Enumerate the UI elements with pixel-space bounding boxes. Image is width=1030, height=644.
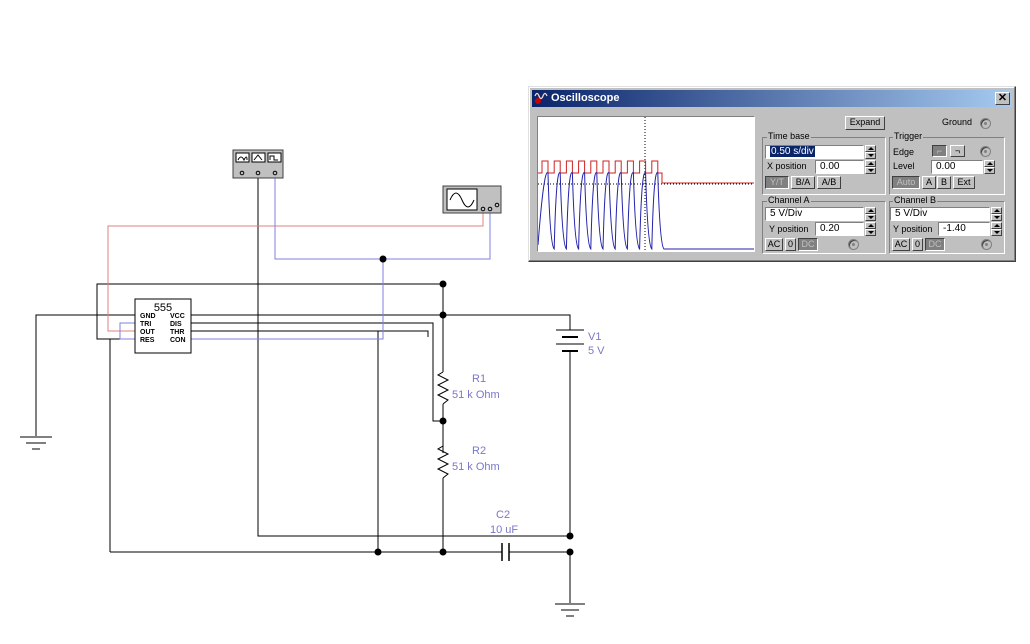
channel-b-zero-button[interactable]: 0 [912, 238, 923, 251]
r2-value: 51 k Ohm [452, 461, 500, 473]
v1-name: V1 [588, 331, 601, 343]
c2-name: C2 [496, 509, 510, 521]
pin-vcc: VCC [170, 313, 185, 320]
xpos-spinner[interactable] [865, 160, 876, 174]
mode-ab-button[interactable]: A/B [817, 176, 841, 189]
trigger-ext-button[interactable]: Ext [953, 176, 975, 189]
multimeter-icon[interactable] [232, 149, 284, 179]
channel-a-wire [107, 210, 484, 332]
channel-a-scale-field[interactable]: 5 V/Div [765, 207, 864, 221]
rising-edge-icon: ⌐ [936, 146, 943, 156]
channel-a-waveform [538, 160, 754, 184]
oscilloscope-title: Oscilloscope [551, 92, 620, 104]
channel-a-dc-button[interactable]: DC [798, 238, 818, 251]
falling-edge-icon: ¬ [954, 146, 961, 156]
pin-dis: DIS [170, 321, 182, 328]
c2-value: 10 uF [490, 524, 518, 536]
oscilloscope-titlebar[interactable]: Oscilloscope ✕ [532, 90, 1012, 107]
ground-icon [20, 436, 52, 450]
channel-b-scale-spinner[interactable] [991, 207, 1002, 221]
channel-a-heading: Channel A [767, 195, 811, 205]
timer-555-chip[interactable]: 555 GND TRI OUT RES VCC DIS THR CON [134, 298, 192, 354]
pin-out: OUT [140, 329, 156, 336]
r1-value: 51 k Ohm [452, 389, 500, 401]
trigger-group [889, 137, 1005, 195]
level-label: Level [893, 161, 915, 171]
channel-b-heading: Channel B [893, 195, 938, 205]
level-field[interactable]: 0.00 [931, 160, 983, 174]
timebase-value: 0.50 s/div [770, 146, 815, 157]
timebase-spinner[interactable] [865, 145, 876, 159]
edge-falling-button[interactable]: ¬ [950, 145, 965, 157]
resistor-r2[interactable]: R2 51 k Ohm [436, 445, 500, 479]
timebase-value-field[interactable]: 0.50 s/div [765, 145, 864, 159]
channel-a-zero-button[interactable]: 0 [785, 238, 796, 251]
oscilloscope-app-icon [534, 92, 548, 104]
edge-label: Edge [893, 147, 915, 157]
waveform-display [537, 116, 755, 252]
channel-b-waveform [537, 172, 754, 251]
channel-b-scale-field[interactable]: 5 V/Div [890, 207, 990, 221]
black-wires [35, 175, 571, 603]
ground-icon [555, 603, 585, 617]
expand-button[interactable]: Expand [845, 116, 885, 130]
channel-b-ypos-label: Y position [893, 224, 933, 234]
close-icon: ✕ [997, 92, 1008, 104]
junction-dots [374, 255, 574, 556]
channel-a-ypos-field[interactable]: 0.20 [815, 222, 864, 236]
channel-a-ypos-label: Y position [769, 224, 809, 234]
edge-rising-button[interactable]: ⌐ [932, 145, 947, 157]
trigger-b-button[interactable]: B [937, 176, 951, 189]
ground-terminal[interactable] [980, 118, 991, 129]
channel-b-terminal[interactable] [981, 239, 992, 250]
timebase-group [762, 137, 886, 195]
function-generator-icon[interactable] [442, 185, 502, 214]
xpos-field[interactable]: 0.00 [815, 160, 864, 174]
ground-label: Ground [942, 117, 973, 127]
pin-res: RES [140, 337, 155, 344]
r1-name: R1 [472, 373, 486, 385]
level-spinner[interactable] [984, 160, 995, 174]
capacitor-c2[interactable]: C2 10 uF [490, 509, 518, 561]
channel-a-terminal[interactable] [848, 239, 859, 250]
channel-b-trace [537, 172, 754, 251]
timebase-heading: Time base [767, 131, 811, 141]
pin-gnd: GND [140, 313, 156, 320]
channel-b-ypos-spinner[interactable] [991, 222, 1002, 236]
pin-thr: THR [170, 329, 184, 336]
channel-a-trace [538, 160, 754, 184]
channel-a-ypos-spinner[interactable] [865, 222, 876, 236]
trigger-auto-button[interactable]: Auto [892, 176, 920, 189]
close-button[interactable]: ✕ [995, 92, 1010, 105]
channel-b-dc-button[interactable]: DC [925, 238, 945, 251]
trigger-a-button[interactable]: A [922, 176, 936, 189]
channel-a-scale-spinner[interactable] [865, 207, 876, 221]
resistor-r1[interactable]: R1 51 k Ohm [436, 371, 500, 405]
pin-tri: TRI [140, 321, 151, 328]
trigger-terminal[interactable] [980, 146, 991, 157]
xpos-label: X position [767, 161, 807, 171]
channel-b-ypos-field[interactable]: -1.40 [938, 222, 990, 236]
pin-con: CON [170, 337, 186, 344]
battery-v1[interactable]: V1 5 V [556, 329, 605, 357]
v1-value: 5 V [588, 345, 605, 357]
chip-title: 555 [154, 302, 172, 314]
mode-yt-button[interactable]: Y/T [765, 176, 789, 189]
oscilloscope-window[interactable]: Oscilloscope ✕ Expand Ground Time base 0… [528, 86, 1016, 262]
mode-ba-button[interactable]: B/A [791, 176, 815, 189]
channel-a-group [762, 201, 886, 254]
channel-b-ac-button[interactable]: AC [892, 238, 910, 251]
r2-name: R2 [472, 445, 486, 457]
channel-a-ac-button[interactable]: AC [765, 238, 783, 251]
channel-b-group [889, 201, 1005, 254]
trigger-heading: Trigger [893, 131, 924, 141]
